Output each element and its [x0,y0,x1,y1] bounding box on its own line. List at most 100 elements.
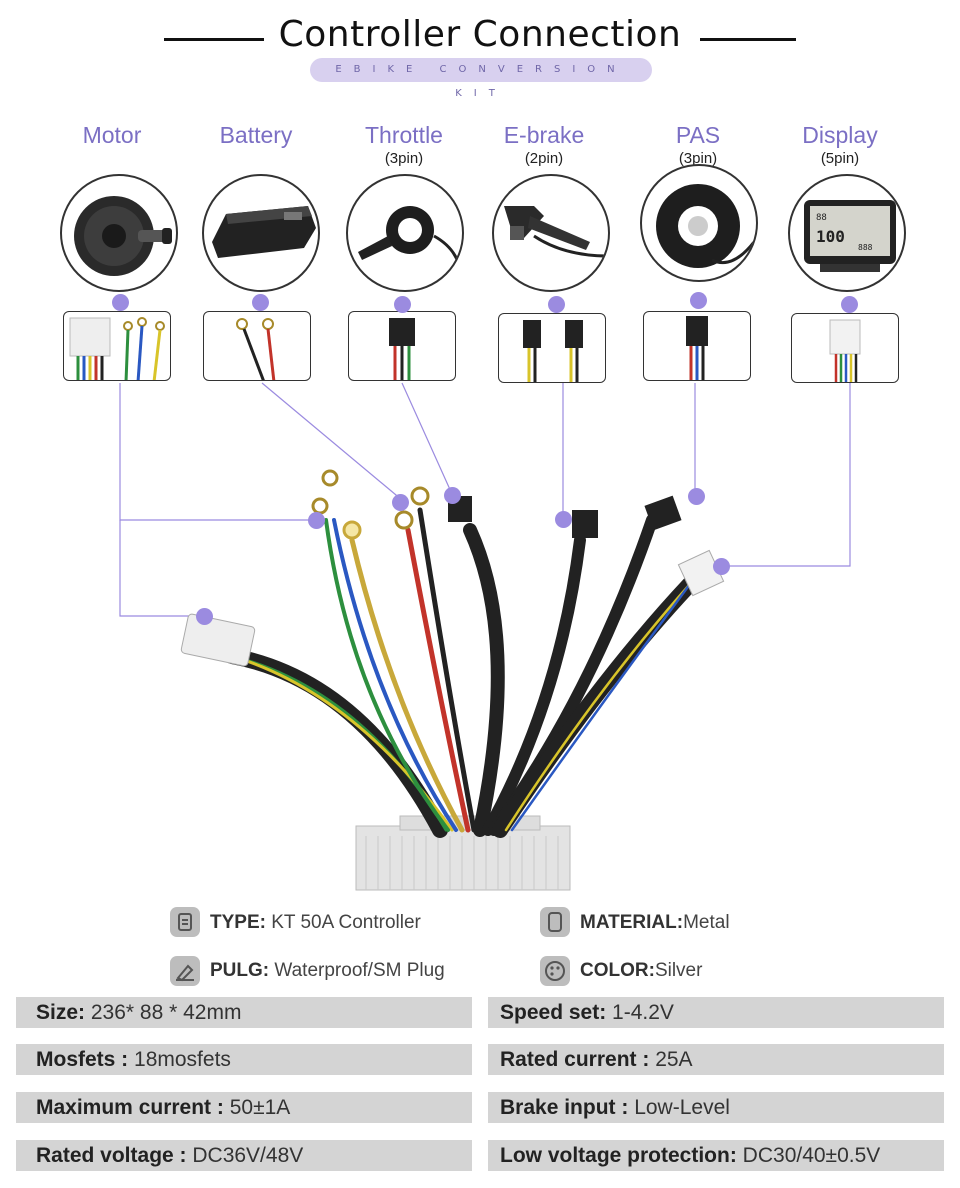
throttle-top-dot [394,296,411,313]
component-label: E-brake [503,122,585,148]
brake-key: Brake input : [500,1096,629,1119]
throttle-wire-dot [444,487,461,504]
display-connector-icon [829,319,861,382]
component-pas: PAS (3pin) [626,120,770,167]
component-label: Battery [219,122,293,148]
spec-row-low-voltage-protection: Low voltage protection: DC30/40±0.5V [488,1140,944,1171]
lcd-small-readout: 888 [858,243,873,252]
motor-connector-icon [69,317,165,380]
ebrake-image [492,174,610,292]
throttle-connector-box [348,311,456,381]
spec-material-key: MATERIAL: [580,912,684,933]
battery-connector-icon [236,318,276,380]
pas-sensor-icon [656,184,756,268]
pas-connector-icon [686,316,708,380]
component-label: PAS [675,122,721,148]
throttle-connector-icon [389,318,415,380]
lcd-top-readout: 88 [816,213,827,223]
spec-type-value: KT 50A Controller [265,912,421,933]
speed-key: Speed set: [500,1001,607,1024]
spec-row-rated-current: Rated current : 25A [488,1044,944,1075]
spec-color-value: Silver [654,960,703,981]
plug-icon [170,956,200,986]
component-pins: (3pin) [384,150,424,167]
motor-top-dot [112,294,129,311]
subtitle-badge: EBIKE CONVERSION KIT [310,58,652,99]
speed-value: 1-4.2V [606,1001,674,1024]
brake-lever-icon [504,206,608,258]
size-key: Size: [36,1001,86,1024]
spec-row-size: Size: 236* 88 * 42mm [16,997,472,1028]
lcd-display-icon: 88 100 888 [804,200,896,272]
spec-row-brake-input: Brake input : Low-Level [488,1092,944,1123]
component-pins: (2pin) [524,150,564,167]
component-ebrake: E-brake (2pin) [472,120,616,167]
component-label: Motor [82,122,142,148]
display-image: 88 100 888 [788,174,906,292]
rated-voltage-value: DC36V/48V [186,1144,304,1167]
spec-color: COLOR:Silver [580,960,702,982]
display-connector-box [791,313,899,383]
lvp-key: Low voltage protection: [500,1144,737,1167]
battery-image [202,174,320,292]
spec-material: MATERIAL:Metal [580,912,730,934]
ebrake-connector-box [498,313,606,383]
ebrake-top-dot [548,296,565,313]
spec-type-key: TYPE: [210,912,266,933]
spec-plug-key: PULG: [210,960,270,981]
component-label: Throttle [365,122,443,148]
rated-current-key: Rated current : [500,1048,650,1071]
ebrake-wire-dot [555,511,572,528]
page-title: Controller Connection [278,14,682,55]
motor-hall-dot [196,608,213,625]
palette-icon [540,956,570,986]
size-value: 236* 88 * 42mm [85,1001,242,1024]
battery-top-dot [252,294,269,311]
mosfets-value: 18mosfets [128,1048,231,1071]
spec-type: TYPE: KT 50A Controller [210,912,421,934]
throttle-icon [358,206,460,263]
spec-plug-value: Waterproof/SM Plug [269,960,445,981]
spec-row-mosfets: Mosfets : 18mosfets [16,1044,472,1075]
header: Controller Connection EBIKE CONVERSION K… [0,0,960,99]
component-display: Display (5pin) [768,120,912,167]
component-pins: (3pin) [678,150,718,167]
pas-wire-dot [688,488,705,505]
pas-connector-box [643,311,751,381]
motor-connector-box [63,311,171,381]
spec-plug: PULG: Waterproof/SM Plug [210,960,445,982]
component-battery: Battery [184,120,328,150]
max-current-key: Maximum current : [36,1096,224,1119]
component-motor: Motor [40,120,184,150]
spec-color-key: COLOR: [580,960,655,981]
wiring-diagram [119,382,851,891]
lvp-value: DC30/40±0.5V [736,1144,881,1167]
max-current-value: 50±1A [223,1096,291,1119]
battery-wire-dot [392,494,409,511]
ebrake-connector-icon [523,320,583,382]
rated-voltage-key: Rated voltage : [36,1144,187,1167]
pas-image [640,164,758,282]
hub-motor-icon [74,196,172,276]
connection-leader-lines [119,382,851,617]
battery-connector-box [203,311,311,381]
motor-phase-dot [308,512,325,529]
rated-current-value: 25A [649,1048,693,1071]
material-icon [540,907,570,937]
lcd-main-readout: 100 [816,227,845,246]
spec-row-max-current: Maximum current : 50±1A [16,1092,472,1123]
pas-top-dot [690,292,707,309]
component-throttle: Throttle (3pin) [332,120,476,167]
throttle-image [346,174,464,292]
type-icon [170,907,200,937]
component-pins: (5pin) [820,150,860,167]
component-label: Display [802,122,878,148]
title-line-right [700,38,796,41]
motor-image [60,174,178,292]
spec-material-value: Metal [683,912,730,933]
brake-value: Low-Level [628,1096,730,1119]
mosfets-key: Mosfets : [36,1048,129,1071]
battery-icon [212,206,316,258]
spec-row-rated-voltage: Rated voltage : DC36V/48V [16,1140,472,1171]
title-line-left [164,38,264,41]
